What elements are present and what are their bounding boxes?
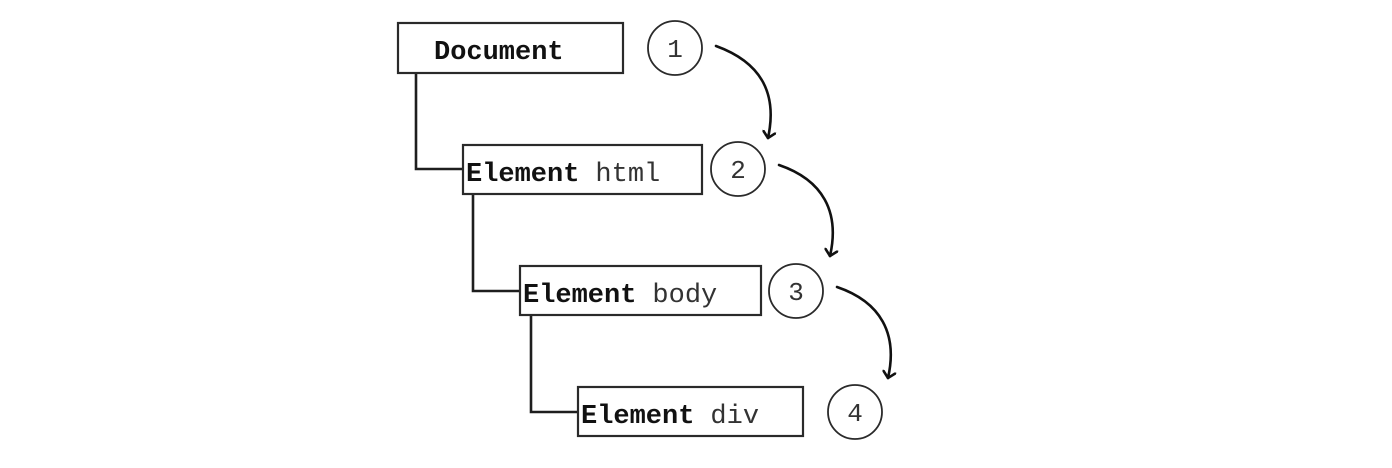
node-element-body-label: Element body: [523, 281, 717, 311]
step-badge-2: 2: [710, 141, 766, 197]
step-badge-3: 3: [768, 263, 824, 319]
node-tag: body: [652, 281, 717, 311]
node-box: [518, 264, 763, 317]
tree-connector-body-div: [529, 315, 578, 414]
tree-connector-document-html: [414, 73, 463, 171]
step-circle: [827, 384, 883, 440]
step-badge-1: 1: [647, 20, 703, 76]
node-kind: Element: [523, 281, 636, 311]
step-circle: [710, 141, 766, 197]
node-box: [396, 21, 625, 75]
arrow-step-3-to-4: [835, 285, 891, 380]
node-element-body: Element body: [518, 264, 763, 317]
arrow-step-2-to-3: [777, 163, 833, 258]
node-kind: Document: [434, 38, 564, 68]
node-element-div: Element div: [576, 385, 805, 438]
node-box: [576, 385, 805, 438]
node-box: [461, 143, 704, 196]
node-document: Document: [396, 21, 625, 75]
node-element-html: Element html: [461, 143, 704, 196]
node-tag: html: [595, 160, 660, 190]
node-element-div-label: Element div: [581, 402, 759, 432]
step-number: 3: [788, 278, 804, 308]
tree-connector-html-body: [471, 193, 520, 293]
step-circle: [768, 263, 824, 319]
step-number: 2: [730, 156, 746, 186]
node-kind: Element: [466, 160, 579, 190]
node-element-html-label: Element html: [466, 160, 660, 190]
step-badge-4: 4: [827, 384, 883, 440]
node-kind: Element: [581, 402, 694, 432]
step-circle: [647, 20, 703, 76]
node-document-label: Document: [434, 38, 564, 68]
node-tag: div: [710, 402, 759, 432]
step-number: 1: [667, 35, 683, 65]
arrow-step-1-to-2: [714, 44, 771, 140]
step-number: 4: [847, 399, 863, 429]
